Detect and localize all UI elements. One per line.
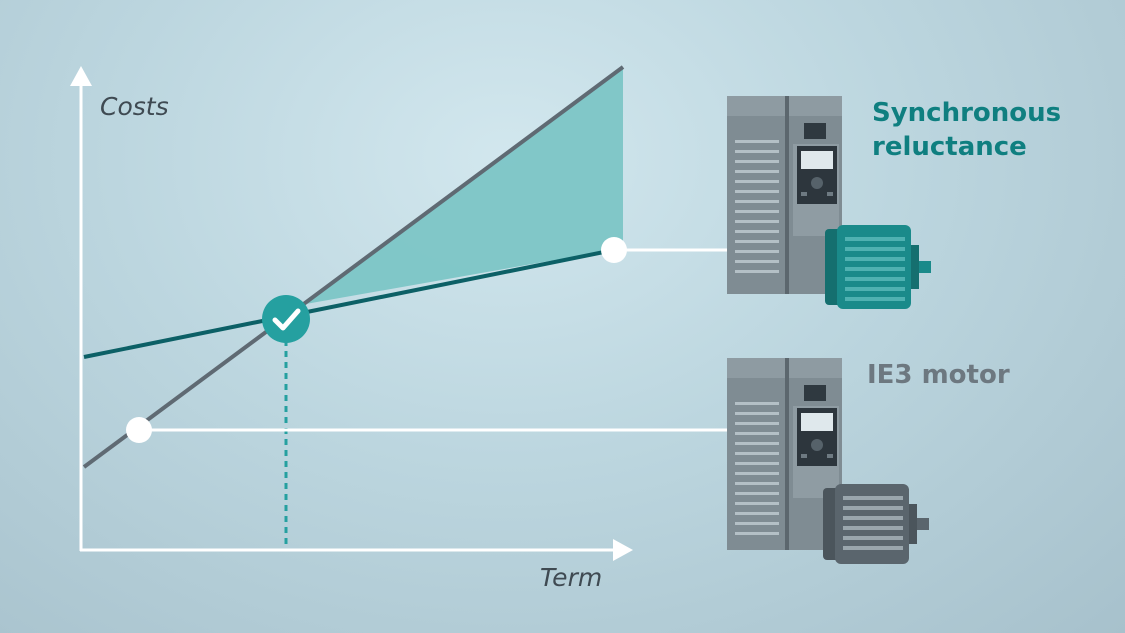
ie3-cost-line <box>82 65 625 469</box>
synchronous-reluctance-label: Synchronous reluctance <box>872 96 1061 164</box>
drive-icon <box>727 358 842 550</box>
sr-endpoint-marker <box>601 237 627 263</box>
y-axis-label: Costs <box>100 92 169 121</box>
y-axis-arrow <box>70 66 92 86</box>
sr-drive-unit <box>727 96 931 309</box>
motor-icon <box>823 484 929 564</box>
ie3-motor-label: IE3 motor <box>867 360 1010 390</box>
ie3-start-marker <box>126 417 152 443</box>
break-even-marker <box>262 295 310 343</box>
drive-icon <box>727 96 842 294</box>
synchronous-reluctance-label-line1: Synchronous <box>872 98 1062 128</box>
synchronous-reluctance-label-line2: reluctance <box>872 132 1027 162</box>
x-axis-label: Term <box>540 563 603 592</box>
check-icon <box>272 308 301 331</box>
ie3-drive-unit <box>727 358 929 564</box>
motor-icon <box>825 225 931 309</box>
synchronous-reluctance-cost-line <box>83 248 615 359</box>
x-axis-arrow <box>613 539 633 561</box>
